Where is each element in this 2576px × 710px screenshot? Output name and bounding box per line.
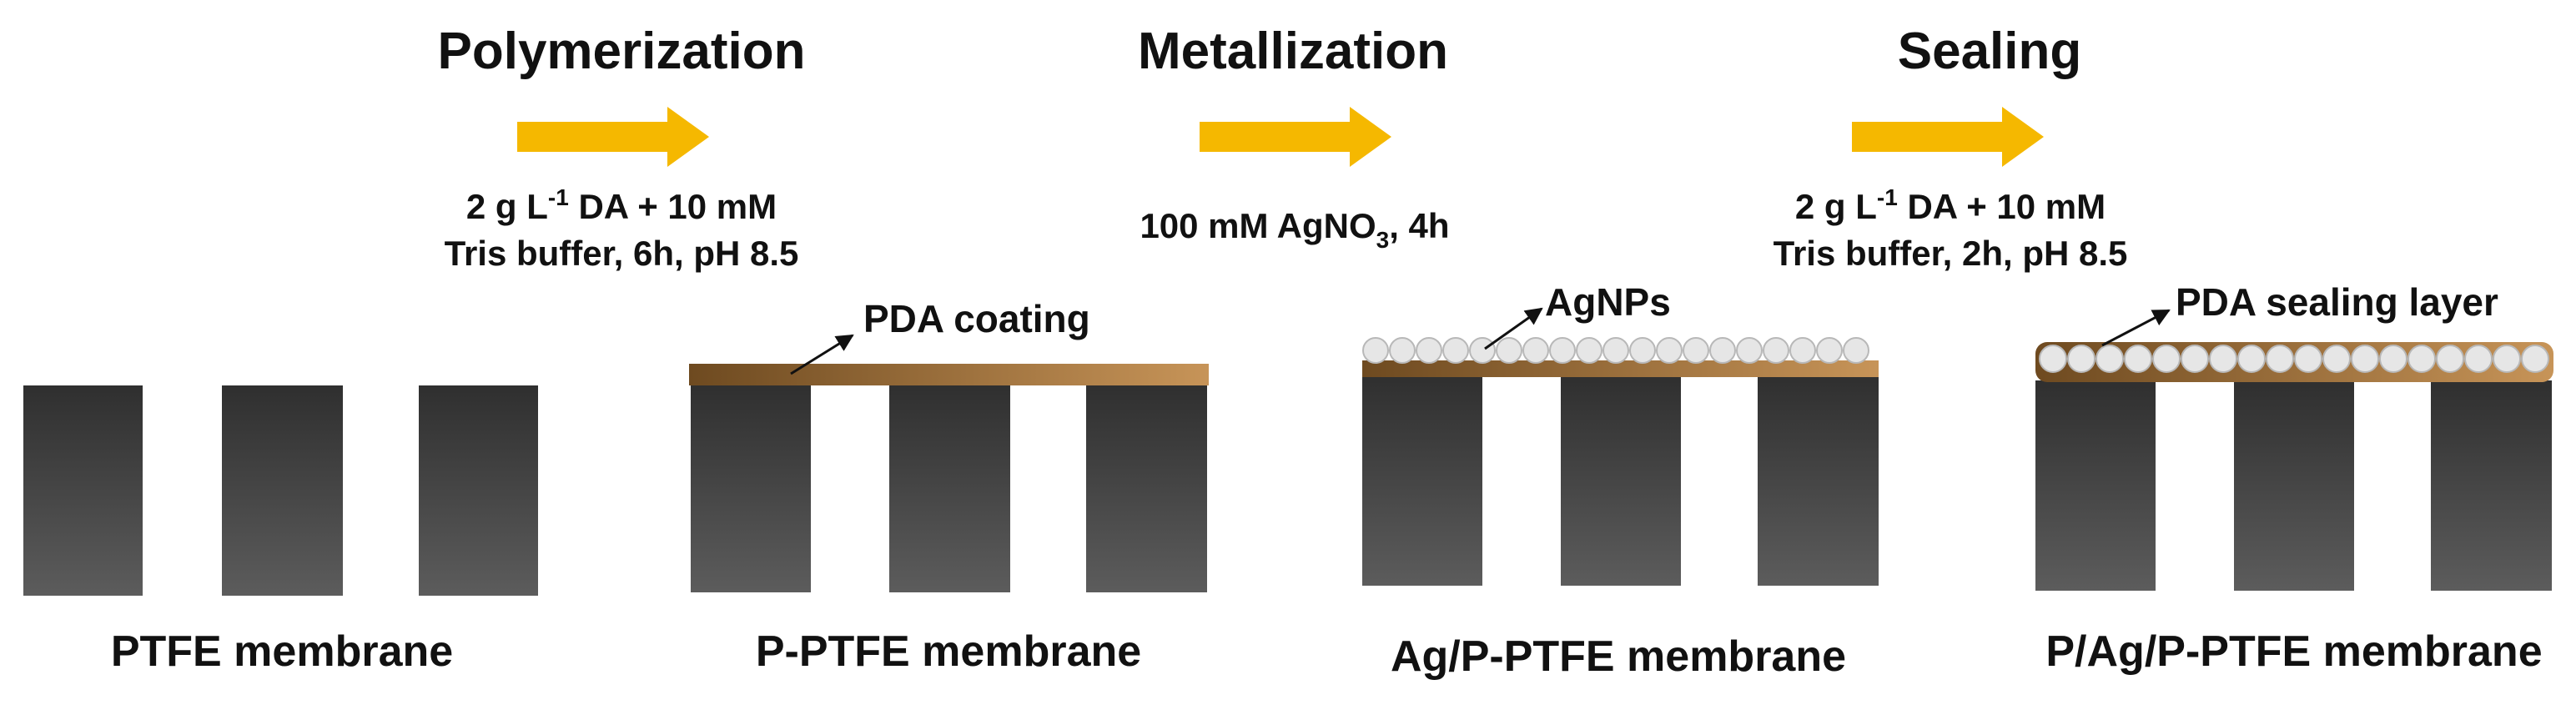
membrane-p-ptfe: PDA coating P-PTFE membrane xyxy=(689,297,1209,676)
agnp-particle xyxy=(2152,345,2181,373)
agnp-particle xyxy=(1576,337,1602,364)
agnp-particle xyxy=(2493,345,2521,373)
polymerization-condition-line2: Tris buffer, 6h, pH 8.5 xyxy=(445,234,799,273)
agnp-particle xyxy=(2067,345,2096,373)
polymerization-arrow-icon xyxy=(517,107,709,167)
agnp-particle xyxy=(1442,337,1469,364)
agnp-particle xyxy=(1816,337,1843,364)
agnp-particle xyxy=(2464,345,2493,373)
agnp-particle xyxy=(2521,345,2549,373)
ptfe-pillar xyxy=(222,385,343,596)
metallization-arrow-icon xyxy=(1200,107,1391,167)
p-ag-p-ptfe-pillar xyxy=(2234,380,2354,591)
agnp-particle xyxy=(1469,337,1496,364)
step-metallization: Metallization 100 mM AgNO3, 4h xyxy=(1138,23,1450,253)
agnps-pointer-icon xyxy=(1484,307,1543,350)
agnp-particle xyxy=(1683,337,1709,364)
membrane-label-p-ag-p-ptfe: P/Ag/P-PTFE membrane xyxy=(2045,627,2542,676)
p-ag-p-ptfe-pillar xyxy=(2431,380,2552,591)
agnp-particle xyxy=(1629,337,1656,364)
annotation-pda-sealing-layer: PDA sealing layer xyxy=(2176,280,2498,324)
step-title-metallization: Metallization xyxy=(1138,23,1448,80)
sealing-condition-line1: 2 g L-1 DA + 10 mM xyxy=(1795,184,2106,226)
agnp-particle xyxy=(2039,345,2067,373)
step-polymerization: Polymerization 2 g L-1 DA + 10 mM Tris b… xyxy=(438,23,806,273)
pda-sealing-pointer-icon xyxy=(2101,309,2171,347)
annotation-agnps: AgNPs xyxy=(1545,280,1671,324)
pda-coating-layer xyxy=(689,364,1209,385)
p-ag-p-ptfe-pillar xyxy=(2035,380,2156,591)
p-ptfe-pillar xyxy=(1086,384,1207,592)
agnp-particle xyxy=(2379,345,2407,373)
step-title-sealing: Sealing xyxy=(1898,23,2082,80)
agnp-particle xyxy=(2096,345,2124,373)
ptfe-pillar xyxy=(23,385,143,596)
agnp-row xyxy=(1362,337,1869,364)
pda-coating-layer xyxy=(1362,360,1879,377)
sealing-condition-line2: Tris buffer, 2h, pH 8.5 xyxy=(1774,234,2128,273)
agnp-particle xyxy=(1789,337,1816,364)
membrane-ptfe: PTFE membrane xyxy=(23,385,538,676)
agnp-particle xyxy=(1522,337,1549,364)
agnp-particle xyxy=(2209,345,2237,373)
pda-coating-pointer-icon xyxy=(790,334,854,375)
agnp-particle xyxy=(2436,345,2464,373)
p-ptfe-pillar xyxy=(889,384,1010,592)
agnp-particle xyxy=(2237,345,2266,373)
agnp-particle xyxy=(1416,337,1442,364)
agnp-particle xyxy=(2351,345,2379,373)
agnp-particle xyxy=(1709,337,1736,364)
metallization-condition-line1: 100 mM AgNO3, 4h xyxy=(1140,206,1449,253)
ag-p-ptfe-pillar xyxy=(1561,375,1681,586)
agnp-row xyxy=(2039,345,2549,373)
agnp-particle xyxy=(2181,345,2209,373)
annotation-pda-coating: PDA coating xyxy=(863,297,1090,340)
step-sealing: Sealing 2 g L-1 DA + 10 mM Tris buffer, … xyxy=(1774,23,2128,273)
p-ptfe-pillar xyxy=(691,384,811,592)
membrane-label-ptfe: PTFE membrane xyxy=(111,627,453,676)
agnp-particle xyxy=(2322,345,2351,373)
agnp-particle xyxy=(1656,337,1683,364)
agnp-particle xyxy=(2266,345,2294,373)
agnp-particle xyxy=(1763,337,1789,364)
ag-p-ptfe-pillar xyxy=(1362,375,1482,586)
membrane-label-p-ptfe: P-PTFE membrane xyxy=(756,627,1141,676)
agnp-particle xyxy=(1362,337,1389,364)
sealing-arrow-icon xyxy=(1852,107,2044,167)
agnp-particle xyxy=(2124,345,2152,373)
agnp-particle xyxy=(1736,337,1763,364)
ptfe-pillar xyxy=(419,385,538,596)
polymerization-condition-line1: 2 g L-1 DA + 10 mM xyxy=(466,184,777,226)
agnp-particle xyxy=(2407,345,2436,373)
step-title-polymerization: Polymerization xyxy=(438,23,806,80)
ag-p-ptfe-pillar xyxy=(1758,375,1879,586)
membrane-ag-p-ptfe: AgNPs Ag/P-PTFE membrane xyxy=(1362,280,1879,681)
agnp-particle xyxy=(2294,345,2322,373)
agnp-particle xyxy=(1496,337,1522,364)
membrane-p-ag-p-ptfe: PDA sealing layer P/Ag/P-PTFE membrane xyxy=(2035,280,2553,676)
agnp-particle xyxy=(1843,337,1869,364)
agnp-particle xyxy=(1549,337,1576,364)
membrane-label-ag-p-ptfe: Ag/P-PTFE membrane xyxy=(1391,632,1846,681)
agnp-particle xyxy=(1602,337,1629,364)
agnp-particle xyxy=(1389,337,1416,364)
